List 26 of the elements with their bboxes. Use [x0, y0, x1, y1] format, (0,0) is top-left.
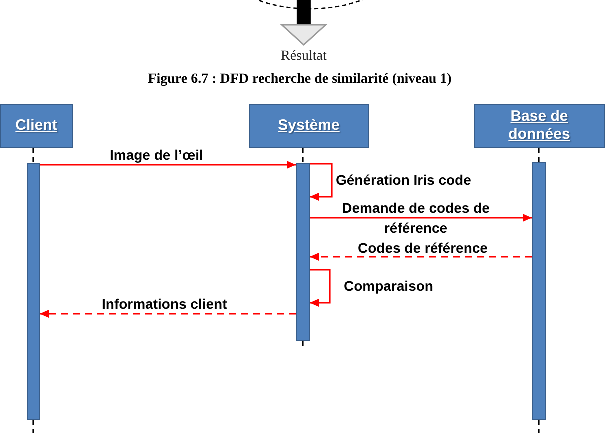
- text-label: Résultat: [281, 48, 327, 65]
- self-message-arrow: [310, 163, 333, 201]
- lifeline: [32, 420, 34, 433]
- activation-bar: [532, 162, 546, 420]
- message-label: Comparaison: [344, 278, 434, 294]
- message-arrow: [40, 161, 296, 169]
- message-label: Demande de codes de référence: [341, 199, 491, 238]
- participant-box: Client: [0, 104, 73, 148]
- block-arrow: [281, 0, 327, 46]
- participant-box: Système: [249, 104, 369, 148]
- lifeline: [32, 148, 34, 163]
- self-message-arrow: [310, 269, 331, 307]
- activation-bar: [296, 163, 310, 341]
- lifeline: [538, 148, 540, 162]
- figure-caption: Figure 6.7 : DFD recherche de similarité (niveau 1): [148, 71, 452, 88]
- message-label: Génération Iris code: [336, 172, 472, 188]
- message-label: Informations client: [102, 296, 228, 312]
- lifeline: [302, 148, 304, 163]
- return-message-arrow: [40, 310, 296, 318]
- activation-bar: [27, 163, 40, 420]
- message-label: Codes de référence: [358, 240, 488, 256]
- return-message-arrow: [310, 253, 532, 261]
- lifeline: [538, 420, 540, 433]
- participant-box: Base de données: [474, 104, 605, 148]
- message-label: Image de l’œil: [110, 147, 204, 163]
- message-arrow: [310, 214, 532, 222]
